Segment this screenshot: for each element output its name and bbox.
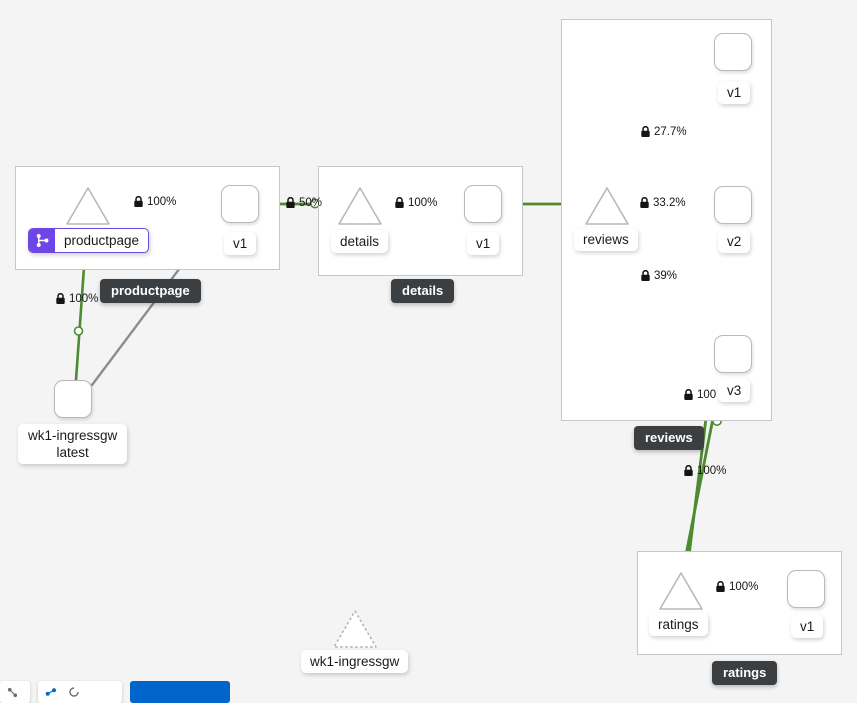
edge-label-ratings-svc-to-v1[interactable]: 100% [715,581,758,593]
lock-icon [56,293,65,304]
node-label-reviews-v1[interactable]: v1 [718,81,751,104]
group-tooltip-details: details [391,279,455,303]
node-label-reviews-v3[interactable]: v3 [718,379,751,402]
lock-icon [684,465,693,476]
edge-label-text: 27.7% [654,126,687,138]
node-label-line-1: wk1-ingressgw [28,428,118,443]
refresh-icon [69,687,79,697]
node-label-wk1-ingressgw-latest[interactable]: wk1-ingressgw latest [18,424,128,464]
edge-label-text: 39% [654,270,678,282]
bottom-toolbar[interactable] [0,681,230,703]
lock-icon [641,270,650,281]
legend-chip[interactable] [0,681,30,703]
service-node-wk1-ingressgw[interactable] [331,608,379,650]
node-label-details[interactable]: details [331,230,389,253]
virtual-service-icon [29,229,55,252]
node-label-reviews-v2[interactable]: v2 [718,230,751,253]
edge-label-text: 50% [299,197,323,209]
node-label-reviews[interactable]: reviews [574,228,638,251]
edge-label-text: 33.2% [653,197,686,209]
edge-label-text: 100 [697,389,717,401]
zoom-chip[interactable] [38,681,122,703]
edge-label-productpage-to-details[interactable]: 50% [285,197,322,209]
primary-action-button[interactable] [130,681,230,703]
node-label-text: productpage [64,233,140,248]
edge-label-text: 100% [408,197,438,209]
edge-label-ingressgw-to-productpage[interactable]: 100% [55,293,98,305]
node-label-line-2: latest [56,445,89,460]
edge-label-text: 100% [147,196,177,208]
edge-label-reviews-to-v1[interactable]: 27.7% [640,126,687,138]
lock-icon [641,126,650,137]
edge-label-reviews-v2-to-ratings[interactable]: 100 [683,389,716,401]
service-node-reviews[interactable] [583,185,631,227]
workload-node-productpage-v1[interactable] [221,185,259,223]
node-label-ratings-v1[interactable]: v1 [791,615,824,638]
node-label-wk1-ingressgw[interactable]: wk1-ingressgw [301,650,409,673]
edge-label-text: 100% [729,581,759,593]
edge-label-details-svc-to-v1[interactable]: 100% [394,197,437,209]
edge-midpoint-marker [73,326,84,336]
edge-label-reviews-to-v2[interactable]: 33.2% [639,197,686,209]
edge-label-reviews-to-v3[interactable]: 39% [640,270,677,282]
edge-label-productpage-svc-to-v1[interactable]: 100% [133,196,176,208]
legend-icon [7,687,18,697]
service-node-details[interactable] [336,185,384,227]
node-label-productpage-v1[interactable]: v1 [224,232,257,255]
lock-icon [640,197,649,208]
workload-node-details-v1[interactable] [464,185,502,223]
service-node-productpage[interactable] [64,185,112,227]
service-node-ratings[interactable] [657,570,705,612]
edge-label-text: 100% [697,465,727,477]
group-tooltip-reviews: reviews [634,426,704,450]
edge-label-reviews-v3-to-ratings[interactable]: 100% [683,465,726,477]
lock-icon [395,197,404,208]
edge-label-text: 100% [69,293,99,305]
workload-node-reviews-v1[interactable] [714,33,752,71]
node-label-details-v1[interactable]: v1 [467,232,500,255]
node-label-productpage[interactable]: productpage [28,228,150,253]
group-tooltip-ratings: ratings [712,661,778,685]
lock-icon [684,389,693,400]
workload-node-reviews-v2[interactable] [714,186,752,224]
workload-node-reviews-v3[interactable] [714,335,752,373]
lock-icon [134,196,143,207]
lock-icon [716,581,725,592]
graph-icon [45,688,56,696]
group-tooltip-productpage: productpage [100,279,201,303]
lock-icon [286,197,295,208]
workload-node-ratings-v1[interactable] [787,570,825,608]
workload-node-wk1-ingressgw-latest[interactable] [54,380,92,418]
node-label-ratings[interactable]: ratings [649,613,708,636]
